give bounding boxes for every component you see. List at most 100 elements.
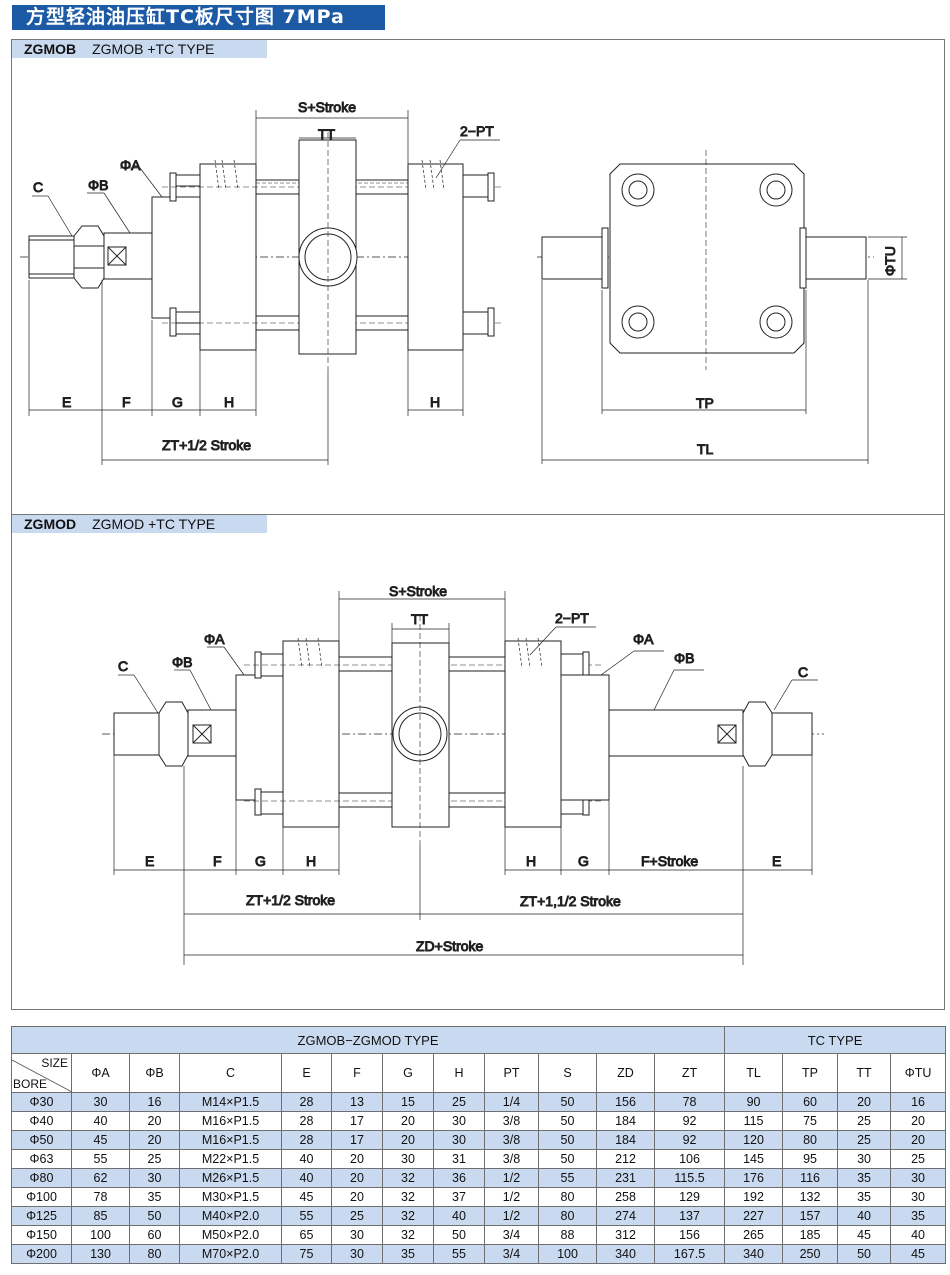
- bore-cell: Φ30: [11, 1092, 72, 1112]
- column-header: ΦTU: [890, 1053, 947, 1093]
- table-cell: 192: [724, 1187, 784, 1207]
- table-cell: 32: [382, 1206, 434, 1226]
- table-group-tc: TC TYPE: [724, 1026, 947, 1054]
- table-cell: 36: [433, 1168, 485, 1188]
- table-cell: M30×P1.5: [179, 1187, 282, 1207]
- table-cell: 30: [890, 1168, 947, 1188]
- table-cell: 17: [331, 1111, 383, 1131]
- front-flange: [199, 163, 257, 351]
- table-cell: 3/4: [484, 1225, 539, 1245]
- table-cell: M26×P1.5: [179, 1168, 282, 1188]
- table-cell: 80: [538, 1187, 597, 1207]
- table-cell: 32: [382, 1187, 434, 1207]
- table-cell: 75: [281, 1244, 332, 1264]
- bore-cell: Φ200: [11, 1244, 72, 1264]
- table-cell: 90: [724, 1092, 784, 1112]
- table-cell: 30: [71, 1092, 130, 1112]
- table-cell: 65: [281, 1225, 332, 1245]
- zgmob-drawing: S+Stroke TT 2−PT ΦA ΦB C E F G H H ZT+1/…: [20, 99, 907, 465]
- panel-type: ZGMOD +TC TYPE: [92, 516, 216, 532]
- table-cell: 20: [837, 1092, 892, 1112]
- table-cell: 40: [433, 1206, 485, 1226]
- table-cell: 32: [382, 1225, 434, 1245]
- table-cell: 35: [890, 1206, 947, 1226]
- table-cell: 129: [653, 1187, 726, 1207]
- table-cell: 25: [129, 1149, 180, 1169]
- column-header: TP: [782, 1053, 839, 1093]
- table-cell: 20: [890, 1111, 947, 1131]
- table-cell: 115: [724, 1111, 784, 1131]
- table-cell: 340: [596, 1244, 655, 1264]
- table-cell: 37: [433, 1187, 485, 1207]
- table-cell: 3/8: [484, 1149, 539, 1169]
- label-tt: TT: [411, 611, 429, 627]
- flange-square: [609, 163, 805, 354]
- table-cell: 75: [782, 1111, 839, 1131]
- table-cell: 92: [653, 1111, 726, 1131]
- column-header: ZT: [653, 1053, 726, 1093]
- label-f-left: F: [213, 853, 222, 869]
- table-cell: 45: [71, 1130, 130, 1150]
- table-cell: 20: [382, 1130, 434, 1150]
- table-cell: 60: [782, 1092, 839, 1112]
- table-cell: 30: [331, 1244, 383, 1264]
- label-g-left: G: [255, 853, 266, 869]
- label-g-right: G: [578, 853, 589, 869]
- table-cell: 3/8: [484, 1111, 539, 1131]
- table-cell: 62: [71, 1168, 130, 1188]
- label-g: G: [172, 394, 183, 410]
- table-cell: 78: [653, 1092, 726, 1112]
- label-s-stroke: S+Stroke: [298, 99, 356, 115]
- label-tp: TP: [696, 395, 714, 411]
- table-cell: 120: [724, 1130, 784, 1150]
- table-cell: 227: [724, 1206, 784, 1226]
- rod-thread: [28, 235, 75, 279]
- table-cell: 3/4: [484, 1244, 539, 1264]
- table-cell: 106: [653, 1149, 726, 1169]
- table-cell: 25: [837, 1111, 892, 1131]
- column-header: H: [433, 1053, 485, 1093]
- table-cell: 30: [331, 1225, 383, 1245]
- table-cell: 40: [281, 1168, 332, 1188]
- head-cover: [151, 196, 201, 319]
- bore-cell: Φ100: [11, 1187, 72, 1207]
- column-header: ZD: [596, 1053, 655, 1093]
- table-cell: 30: [433, 1111, 485, 1131]
- panel-code: ZGMOD: [24, 516, 77, 532]
- table-cell: 132: [782, 1187, 839, 1207]
- table-cell: 250: [782, 1244, 839, 1264]
- rear-flange: [407, 163, 464, 351]
- table-cell: 28: [281, 1111, 332, 1131]
- table-cell: 50: [538, 1130, 597, 1150]
- label-f: F: [122, 394, 131, 410]
- table-cell: 100: [538, 1244, 597, 1264]
- table-cell: 145: [724, 1149, 784, 1169]
- table-cell: 25: [331, 1206, 383, 1226]
- table-cell: 1/2: [484, 1206, 539, 1226]
- column-header: ΦB: [129, 1053, 180, 1093]
- label-phi-a: ΦA: [120, 157, 141, 173]
- table-cell: 184: [596, 1111, 655, 1131]
- table-cell: 20: [129, 1111, 180, 1131]
- table-cell: 212: [596, 1149, 655, 1169]
- table-cell: 55: [71, 1149, 130, 1169]
- table-cell: 78: [71, 1187, 130, 1207]
- table-cell: 176: [724, 1168, 784, 1188]
- table-cell: 20: [890, 1130, 947, 1150]
- table-cell: 16: [129, 1092, 180, 1112]
- table-cell: 184: [596, 1130, 655, 1150]
- table-cell: 16: [890, 1092, 947, 1112]
- label-c-left: C: [118, 658, 128, 674]
- column-header: G: [382, 1053, 434, 1093]
- label-c-right: C: [798, 664, 808, 680]
- table-cell: 20: [331, 1187, 383, 1207]
- table-cell: 50: [433, 1225, 485, 1245]
- label-phi-b-right: ΦB: [674, 650, 695, 666]
- label-e-left: E: [145, 853, 154, 869]
- table-group-zgmob-zgmod: ZGMOB−ZGMOD TYPE: [10, 1026, 726, 1054]
- label-h: H: [224, 394, 234, 410]
- table-cell: 35: [837, 1187, 892, 1207]
- table-cell: 25: [433, 1092, 485, 1112]
